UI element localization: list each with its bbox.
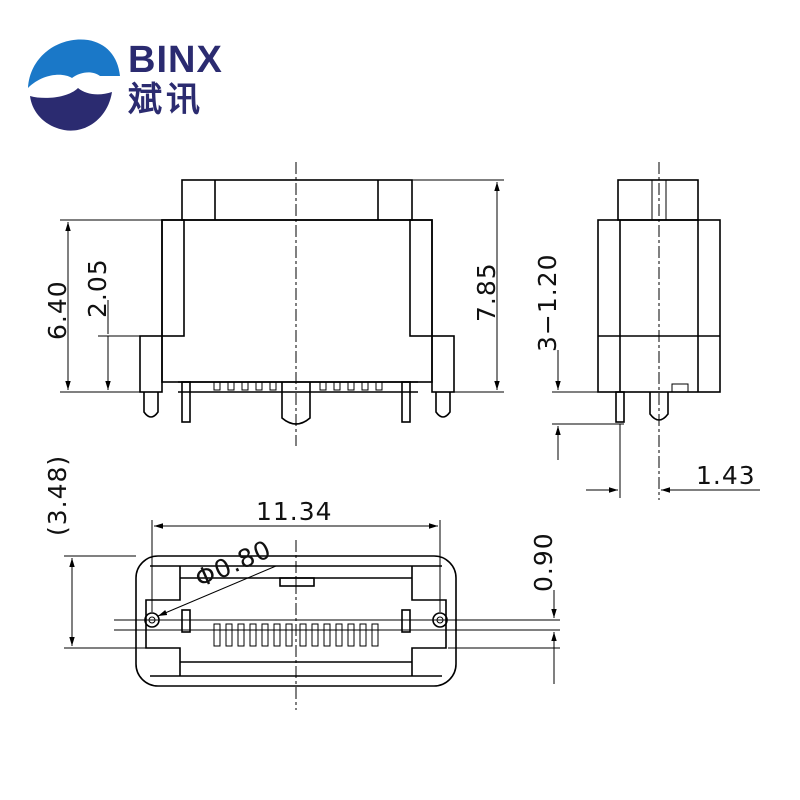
side-latch xyxy=(671,383,689,393)
side-body xyxy=(597,219,721,393)
bottom-view: 11.34 (3.48) Φ0.80 0.90 xyxy=(43,455,560,710)
front-left-foot xyxy=(139,335,163,393)
bottom-right-latch xyxy=(401,609,411,633)
front-center-peg xyxy=(281,382,311,425)
side-top-block xyxy=(617,179,699,221)
front-contact-pins xyxy=(213,381,383,391)
brand-chinese-name: 斌讯 xyxy=(128,81,204,119)
brand-logo-icon xyxy=(28,39,120,131)
front-right-leg xyxy=(401,381,411,423)
brand-name: BINX xyxy=(128,39,223,81)
dim-width: 11.34 xyxy=(256,497,333,526)
dim-hole-offset: 0.90 xyxy=(529,532,558,592)
bottom-left-end xyxy=(145,566,181,676)
hole-leader xyxy=(157,565,277,617)
bottom-outline xyxy=(135,555,457,687)
bottom-key-slot xyxy=(279,577,315,587)
front-right-foot xyxy=(431,335,455,393)
brand-block: BINX 斌讯 xyxy=(128,40,223,120)
front-right-bracket xyxy=(409,219,433,337)
dim-depth-ref: (3.48) xyxy=(43,455,72,536)
bottom-left-latch xyxy=(181,609,191,633)
front-body xyxy=(161,219,433,383)
side-peg xyxy=(649,392,669,421)
front-right-peg xyxy=(435,392,451,418)
side-pin-small xyxy=(615,391,625,423)
bottom-right-end xyxy=(411,566,447,676)
dim-height-total: 6.40 xyxy=(43,280,72,340)
front-left-peg xyxy=(143,392,159,418)
dim-height-overall: 7.85 xyxy=(472,262,501,322)
bottom-contact-row xyxy=(213,623,379,647)
dim-pin-offset: 1.43 xyxy=(696,461,756,490)
dim-side-pins: 3−1.20 xyxy=(533,253,562,352)
front-left-bracket xyxy=(161,219,185,337)
front-left-leg xyxy=(181,381,191,423)
front-view: 6.40 2.05 7.85 xyxy=(43,162,504,446)
side-view: 3−1.20 1.43 xyxy=(533,162,760,500)
dim-height-mount: 2.05 xyxy=(83,258,112,318)
